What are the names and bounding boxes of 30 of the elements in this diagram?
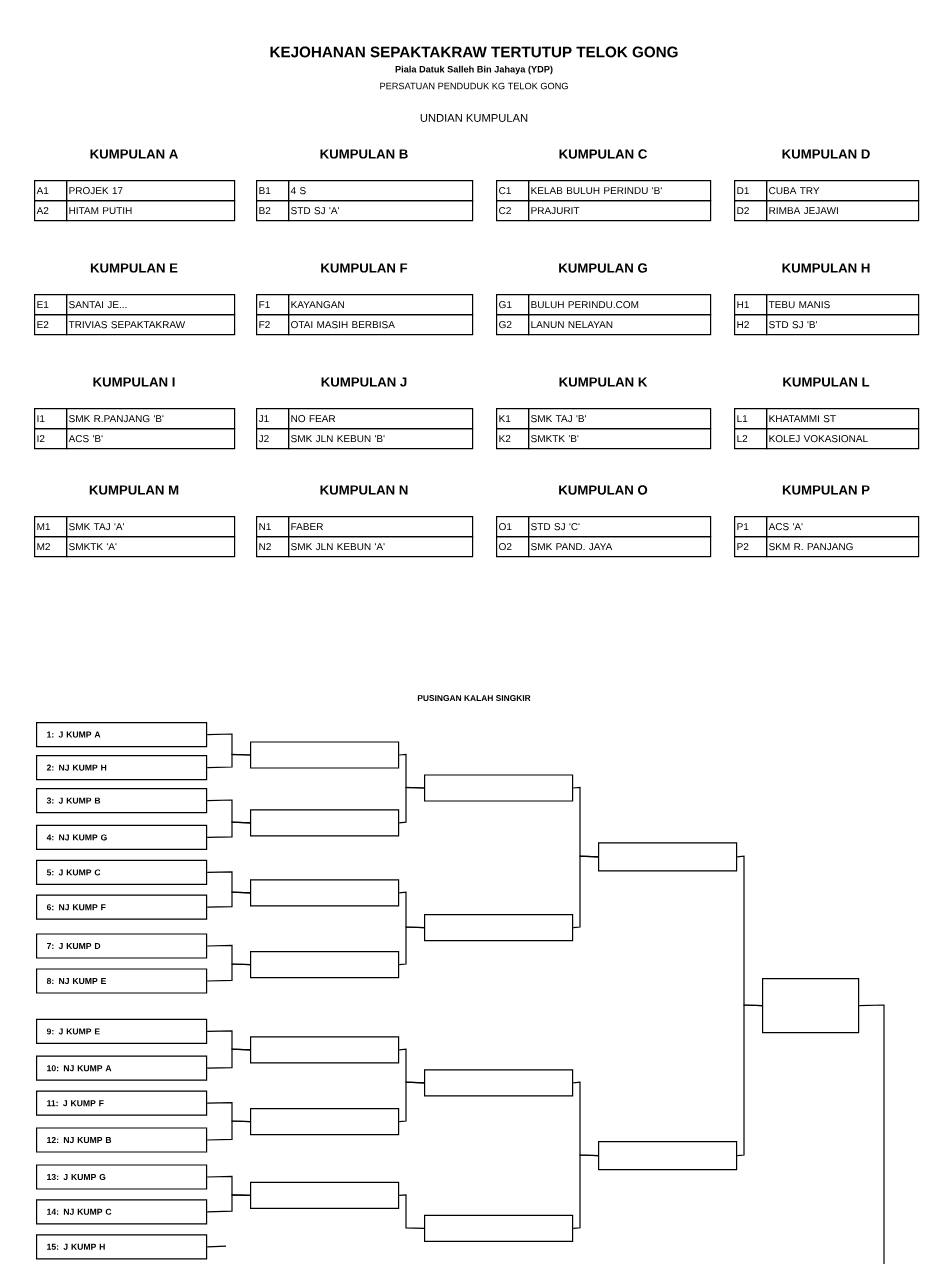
bracket-box [424, 1214, 574, 1242]
bracket-line [572, 855, 599, 929]
bracket-box [250, 951, 400, 979]
bracket-line [206, 1120, 251, 1141]
bracket-line [206, 753, 251, 769]
bracket-line [206, 1048, 251, 1069]
bracket-box [598, 1141, 738, 1171]
bracket-line [206, 1194, 251, 1213]
bracket-box [424, 1069, 574, 1097]
bracket-line [206, 963, 251, 982]
bracket-box [250, 1108, 400, 1136]
bracket-line [572, 1154, 599, 1229]
bracket-line [206, 891, 251, 908]
bracket-box [424, 774, 574, 802]
bracket-line [736, 1004, 763, 1157]
bracket-line [398, 786, 425, 824]
bracket-box [250, 741, 400, 769]
bracket-box [250, 1036, 400, 1064]
bracket-line [398, 926, 425, 966]
bracket-line [206, 821, 251, 838]
bracket-box [250, 809, 400, 837]
bracket-box [598, 842, 738, 872]
bracket-box [250, 879, 400, 907]
bracket-line [398, 1081, 425, 1123]
bracket-box [762, 978, 860, 1034]
bracket-box [250, 1181, 400, 1209]
bracket-box [424, 914, 574, 942]
bracket-line [398, 1194, 425, 1229]
bracket-line [858, 1004, 885, 1264]
bracket-line [206, 1245, 227, 1248]
